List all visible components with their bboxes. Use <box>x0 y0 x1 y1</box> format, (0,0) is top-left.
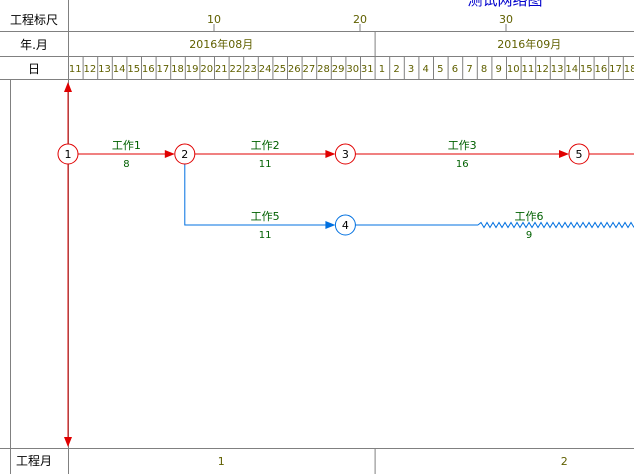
event-node[interactable]: 2 <box>174 143 196 165</box>
day-label: 27 <box>303 64 316 75</box>
task-duration: 11 <box>259 230 272 241</box>
event-node[interactable]: 1 <box>57 143 79 165</box>
task-arrow[interactable]: 工作6 9 <box>355 210 634 241</box>
scale-row-label: 工程标尺 <box>10 12 58 27</box>
event-node[interactable]: 3 <box>334 143 356 165</box>
day-label: 26 <box>288 64 301 75</box>
month-label: 2016年08月 <box>189 37 253 51</box>
header-label-column: 工程标尺 年.月 日 工程月 <box>10 12 58 468</box>
event-node[interactable]: 5 <box>568 143 590 165</box>
task-name: 工作5 <box>251 210 280 223</box>
day-label: 18 <box>624 64 634 75</box>
day-label: 1 <box>379 64 385 75</box>
day-label: 23 <box>244 64 257 75</box>
free-float-wave <box>477 221 634 229</box>
scale-tick-label: 30 <box>499 13 513 26</box>
day-label: 9 <box>496 64 502 75</box>
day-row-label: 日 <box>28 62 40 76</box>
task-arrow[interactable]: 工作1 8 <box>78 139 175 170</box>
day-label: 10 <box>507 64 520 75</box>
arrow-head <box>164 150 175 158</box>
day-label: 4 <box>423 64 429 75</box>
day-label: 17 <box>609 64 622 75</box>
node-circle <box>334 143 356 165</box>
task-arrow[interactable]: 工作2 11 <box>194 139 336 170</box>
node-number: 5 <box>576 148 583 161</box>
node-circle <box>57 143 79 165</box>
task-duration: 9 <box>526 230 532 241</box>
footer-row-label: 工程月 <box>16 453 52 468</box>
month-row-label: 年.月 <box>20 38 48 52</box>
day-label: 14 <box>565 64 578 75</box>
day-label: 12 <box>84 64 97 75</box>
arrow-head <box>325 150 336 158</box>
task-duration: 8 <box>123 159 129 170</box>
footer-month-label: 2 <box>561 455 568 468</box>
day-label: 24 <box>259 64 272 75</box>
day-label: 12 <box>536 64 549 75</box>
node-circle <box>568 143 590 165</box>
arrow-head <box>325 221 336 229</box>
task-duration: 16 <box>456 159 469 170</box>
footer-month-label: 1 <box>218 455 225 468</box>
day-label: 18 <box>171 64 184 75</box>
day-label: 15 <box>127 64 140 75</box>
axis-arrow-down <box>64 437 72 447</box>
day-label: 31 <box>361 64 374 75</box>
day-label: 3 <box>408 64 414 75</box>
day-label: 5 <box>437 64 443 75</box>
task-name: 工作6 <box>515 210 544 223</box>
chart-title-partial: 测试网络图 <box>467 0 542 9</box>
node-number: 4 <box>342 219 349 232</box>
day-label: 29 <box>332 64 345 75</box>
task-arrow[interactable]: 工作3 16 <box>355 139 569 170</box>
day-label: 16 <box>142 64 155 75</box>
task-name: 工作1 <box>112 139 141 152</box>
event-nodes: 1 2 3 4 5 <box>57 143 590 236</box>
day-label: 7 <box>466 64 472 75</box>
scale-ruler: 10 20 30 <box>207 13 513 31</box>
arrow-head <box>559 150 569 158</box>
day-label: 25 <box>273 64 286 75</box>
task-name: 工作2 <box>251 139 280 152</box>
day-label: 13 <box>98 64 111 75</box>
timeline-axis <box>64 82 72 447</box>
day-label: 17 <box>157 64 170 75</box>
day-label: 6 <box>452 64 458 75</box>
node-number: 2 <box>181 148 188 161</box>
node-number: 1 <box>65 148 72 161</box>
task-name: 工作3 <box>448 139 477 152</box>
day-label: 21 <box>215 64 228 75</box>
day-label: 14 <box>113 64 126 75</box>
node-circle <box>174 143 196 165</box>
day-label: 15 <box>580 64 593 75</box>
scale-tick-label: 20 <box>353 13 367 26</box>
scale-tick-label: 10 <box>207 13 221 26</box>
task-arrows: 工作1 8 工作2 11 工作3 16 工作5 11 工作6 9 <box>78 139 634 241</box>
node-number: 3 <box>342 148 349 161</box>
day-label: 8 <box>481 64 487 75</box>
day-label: 19 <box>186 64 199 75</box>
day-label: 11 <box>522 64 535 75</box>
month-label: 2016年09月 <box>497 37 561 51</box>
day-label: 16 <box>595 64 608 75</box>
task-duration: 11 <box>259 159 272 170</box>
day-label: 30 <box>346 64 359 75</box>
task-arrow[interactable]: 工作5 11 <box>184 164 336 241</box>
day-label: 28 <box>317 64 330 75</box>
day-label: 2 <box>393 64 399 75</box>
day-label: 11 <box>69 64 82 75</box>
node-circle <box>334 214 356 236</box>
day-label: 20 <box>200 64 213 75</box>
event-node[interactable]: 4 <box>334 214 356 236</box>
month-row: 2016年08月 2016年09月 <box>189 32 561 56</box>
axis-arrow-up <box>64 82 72 92</box>
day-label: 22 <box>230 64 243 75</box>
day-label: 13 <box>551 64 564 75</box>
